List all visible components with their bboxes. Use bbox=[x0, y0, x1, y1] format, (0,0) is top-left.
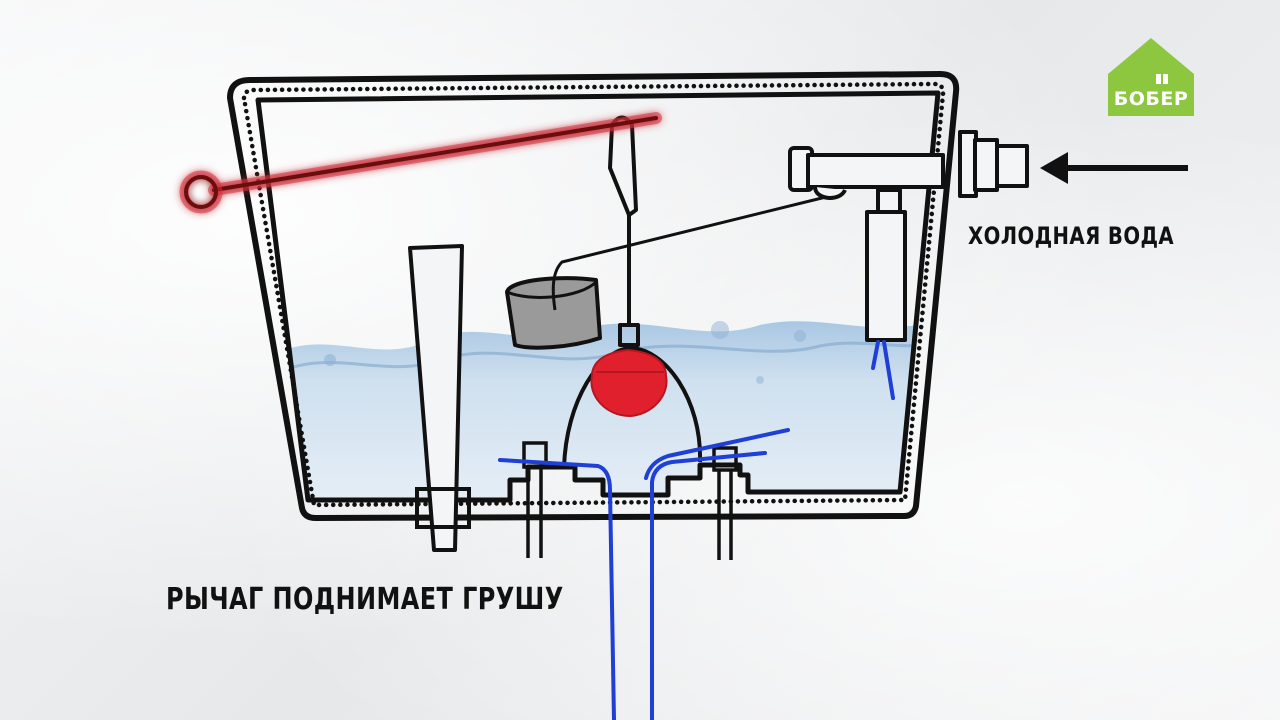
inflow-arrow bbox=[1040, 152, 1188, 184]
overflow-tube bbox=[408, 244, 471, 552]
tank-outer-wall bbox=[227, 71, 960, 521]
house-icon bbox=[1108, 38, 1194, 116]
logo-text: БОБЕР bbox=[1113, 88, 1189, 110]
flush-lever bbox=[179, 112, 662, 214]
tank-dotted-layer bbox=[241, 81, 946, 508]
tank-inner-wall bbox=[255, 90, 941, 503]
float bbox=[505, 194, 831, 350]
mounting-bolts bbox=[522, 441, 738, 560]
flush-bulb bbox=[590, 348, 668, 418]
bober-logo bbox=[1108, 38, 1194, 116]
inlet-fitting bbox=[958, 130, 1029, 198]
flush-valve-dome bbox=[562, 345, 703, 469]
bulb-rod bbox=[608, 115, 640, 347]
flow-lines bbox=[498, 340, 895, 720]
lever-lifts-bulb-label: РЫЧАГ ПОДНИМАЕТ ГРУШУ bbox=[166, 582, 564, 617]
fill-valve bbox=[788, 146, 945, 342]
cold-water-label: ХОЛОДНАЯ ВОДА bbox=[968, 222, 1175, 250]
